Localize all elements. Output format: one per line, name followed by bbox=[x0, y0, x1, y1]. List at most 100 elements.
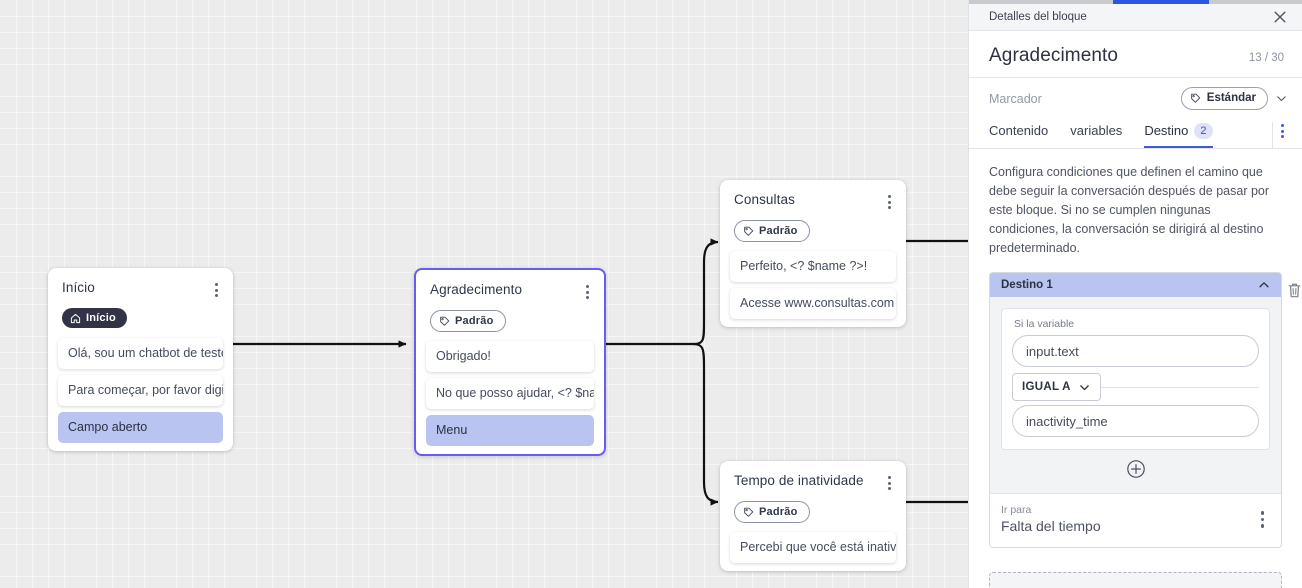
flow-canvas[interactable]: Início Início Olá, sou um chatbot de tes… bbox=[0, 0, 968, 588]
marcador-chip-label: Estándar bbox=[1206, 92, 1256, 104]
tab-variables[interactable]: variables bbox=[1070, 123, 1122, 148]
node-badge-row: Padrão bbox=[416, 301, 604, 341]
goto-label: Ir para bbox=[1001, 504, 1032, 516]
node-row[interactable]: No que posso ajudar, <? $name ... bbox=[426, 378, 594, 409]
node-row[interactable]: Olá, sou um chatbot de teste! bbox=[58, 337, 223, 369]
block-title-row: Agradecimento 13 / 30 bbox=[969, 31, 1302, 78]
node-badge-row: Padrão bbox=[720, 211, 906, 251]
flow-edges bbox=[233, 238, 968, 506]
node-badge-row: Padrão bbox=[720, 492, 906, 532]
marcador-row: Marcador Estándar bbox=[969, 78, 1302, 119]
node-row[interactable]: Percebi que você está inativo. C... bbox=[730, 532, 896, 563]
block-details-panel: Detalles del bloque Agradecimento 13 / 3… bbox=[968, 0, 1302, 588]
goto-value: Falta del tiempo bbox=[1001, 518, 1101, 534]
operator-row: IGUAL A bbox=[1012, 370, 1259, 404]
node-menu-button[interactable] bbox=[882, 193, 896, 211]
destination-description: Configura condiciones que definen el cam… bbox=[989, 165, 1270, 255]
panel-header-title: Detalles del bloque bbox=[989, 11, 1087, 23]
plus-circle-icon[interactable] bbox=[1126, 459, 1146, 479]
panel-tabs-list: Contenido variables Destino 2 bbox=[989, 118, 1213, 148]
tab-destino[interactable]: Destino 2 bbox=[1144, 123, 1213, 148]
tab-label: Destino bbox=[1144, 123, 1189, 138]
char-counter: 13 / 30 bbox=[1248, 52, 1284, 64]
node-row-list: Perfeito, <? $name ?>! Acesse www.consul… bbox=[720, 251, 906, 319]
node-row[interactable]: Menu bbox=[426, 415, 594, 446]
edge-agradecimento-inatividade bbox=[692, 342, 719, 506]
tab-badge: 2 bbox=[1194, 123, 1213, 139]
panel-body: Agradecimento 13 / 30 Marcador Estándar bbox=[969, 31, 1302, 588]
node-badge-label: Padrão bbox=[759, 506, 798, 518]
chevron-down-icon[interactable] bbox=[1275, 92, 1288, 105]
chevron-up-icon[interactable] bbox=[1257, 278, 1271, 292]
node-header: Início bbox=[48, 268, 233, 299]
node-title: Início bbox=[62, 280, 95, 295]
edge-agradecimento-consultas bbox=[692, 238, 719, 346]
flow-node-agradecimento[interactable]: Agradecimento Padrão Obrigado! No que po… bbox=[414, 268, 606, 456]
panel-header: Detalles del bloque bbox=[969, 4, 1302, 31]
node-header: Tempo de inatividade bbox=[720, 461, 906, 492]
tag-icon bbox=[440, 316, 450, 326]
variable-input[interactable]: input.text bbox=[1012, 335, 1259, 367]
node-badge-label: Padrão bbox=[455, 315, 494, 327]
node-menu-button[interactable] bbox=[580, 283, 594, 301]
node-menu-button[interactable] bbox=[882, 474, 896, 492]
tag-icon bbox=[1190, 93, 1200, 103]
tag-icon bbox=[744, 226, 754, 236]
chevron-down-icon bbox=[1079, 384, 1089, 390]
marcador-chip[interactable]: Estándar bbox=[1180, 87, 1268, 110]
page-title: Agradecimento bbox=[989, 45, 1119, 66]
destination-card-header[interactable]: Destino 1 bbox=[990, 273, 1281, 297]
close-icon[interactable] bbox=[1272, 9, 1288, 25]
tab-label: variables bbox=[1070, 123, 1123, 138]
marcador-controls: Estándar bbox=[1180, 87, 1288, 110]
kebab-menu-icon[interactable] bbox=[1256, 509, 1270, 530]
node-badge-label: Início bbox=[86, 312, 116, 324]
node-row[interactable]: Para começar, por favor digite o ... bbox=[58, 374, 223, 406]
goto-texts: Ir para Falta del tiempo bbox=[1001, 503, 1101, 536]
destination-card: Destino 1 Si la variable input.text IGUA… bbox=[989, 272, 1282, 548]
destination-card-body: Si la variable input.text IGUAL A in bbox=[990, 297, 1281, 493]
node-row[interactable]: Acesse www.consultas.com par... bbox=[730, 288, 896, 319]
node-title: Consultas bbox=[734, 192, 795, 207]
node-badge[interactable]: Padrão bbox=[734, 220, 810, 242]
node-row-list: Olá, sou um chatbot de teste! Para começ… bbox=[48, 337, 233, 443]
operator-select[interactable]: IGUAL A bbox=[1012, 373, 1101, 401]
node-row-list: Obrigado! No que posso ajudar, <? $name … bbox=[416, 341, 604, 446]
flow-node-inatividade[interactable]: Tempo de inatividade Padrão Percebi que … bbox=[720, 461, 906, 571]
tab-label: Contenido bbox=[989, 123, 1049, 138]
node-badge-row: Início bbox=[48, 299, 233, 338]
goto-card[interactable]: Ir para Falta del tiempo bbox=[990, 493, 1281, 547]
marcador-label: Marcador bbox=[989, 91, 1042, 106]
tabs-overflow-menu-icon[interactable] bbox=[1272, 122, 1292, 148]
node-row[interactable]: Campo aberto bbox=[58, 411, 223, 443]
node-header: Consultas bbox=[720, 180, 906, 211]
node-badge[interactable]: Padrão bbox=[734, 501, 810, 523]
trash-icon[interactable] bbox=[1287, 282, 1302, 299]
condition-box: Si la variable input.text IGUAL A in bbox=[1001, 308, 1270, 450]
home-icon bbox=[70, 313, 81, 323]
add-condition-row bbox=[1001, 450, 1270, 483]
destination-1-wrapper: Destino 1 Si la variable input.text IGUA… bbox=[989, 272, 1301, 548]
tab-contenido[interactable]: Contenido bbox=[989, 123, 1048, 148]
node-header: Agradecimento bbox=[416, 270, 604, 301]
node-title: Tempo de inatividade bbox=[734, 473, 864, 488]
tag-icon bbox=[744, 507, 754, 517]
node-row[interactable]: Obrigado! bbox=[426, 341, 594, 372]
destination-card-title: Destino 1 bbox=[1001, 279, 1053, 291]
panel-tabs: Contenido variables Destino 2 bbox=[969, 119, 1302, 149]
flow-node-consultas[interactable]: Consultas Padrão Perfeito, <? $name ?>! … bbox=[720, 180, 906, 327]
add-destination-button[interactable]: Agregar destino bbox=[989, 572, 1282, 588]
node-badge[interactable]: Padrão bbox=[430, 310, 506, 332]
node-menu-button[interactable] bbox=[209, 281, 223, 299]
node-badge[interactable]: Início bbox=[62, 308, 127, 328]
node-title: Agradecimento bbox=[430, 282, 523, 297]
top-progress-strip bbox=[969, 0, 1302, 4]
node-row[interactable]: Perfeito, <? $name ?>! bbox=[730, 251, 896, 282]
top-progress-active-segment bbox=[1113, 0, 1209, 4]
operator-divider bbox=[1012, 387, 1259, 388]
condition-label: Si la variable bbox=[1014, 318, 1075, 330]
flow-node-inicio[interactable]: Início Início Olá, sou um chatbot de tes… bbox=[48, 268, 233, 451]
node-badge-label: Padrão bbox=[759, 225, 798, 237]
operator-select-value: IGUAL A bbox=[1022, 381, 1071, 393]
compare-value-input[interactable]: inactivity_time bbox=[1012, 405, 1259, 437]
